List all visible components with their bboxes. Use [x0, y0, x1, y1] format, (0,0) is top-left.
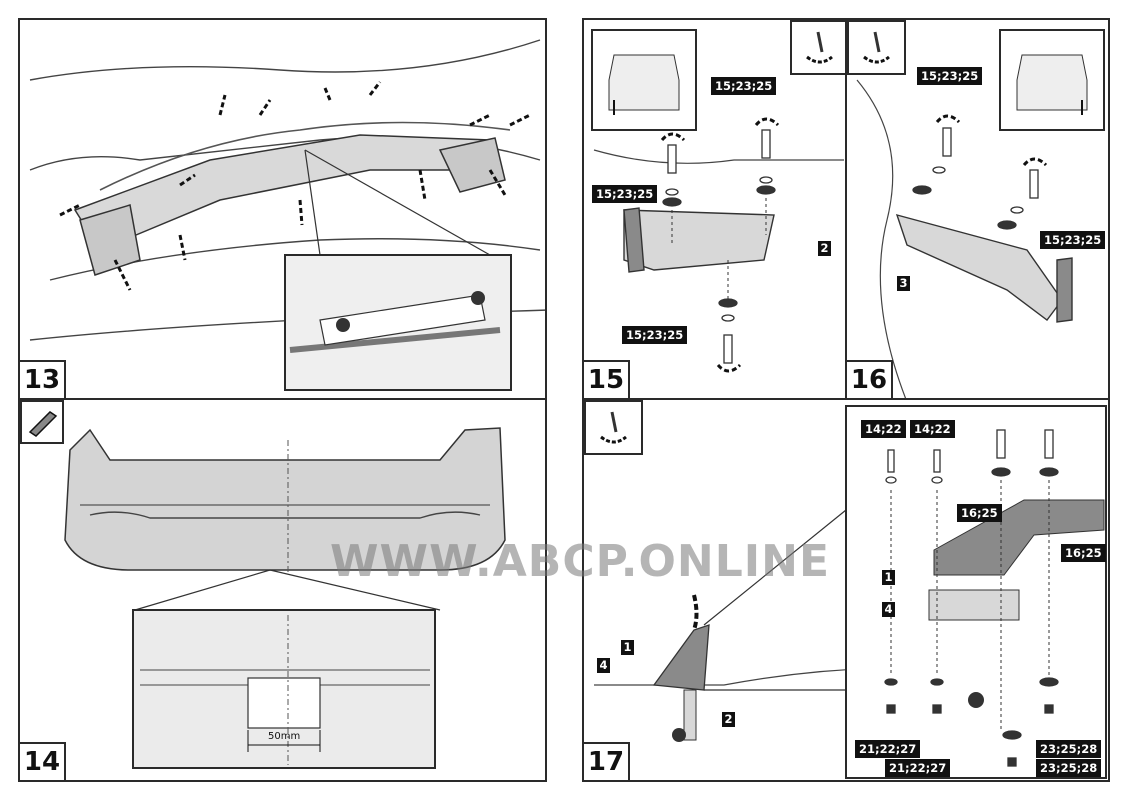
dimension-label: 50mm [268, 731, 301, 742]
step-number: 16 [847, 360, 893, 398]
fastener-label: 14;22 [910, 420, 955, 438]
utility-knife-icon [20, 400, 64, 444]
part-callout: 1 [621, 640, 634, 655]
step-14-panel: 50mm 14 [18, 398, 547, 782]
fastener-label: 14;22 [861, 420, 906, 438]
wrench-tighten-icon [790, 20, 845, 75]
fastener-label: 15;23;25 [592, 185, 658, 203]
part-callout: 2 [722, 712, 735, 727]
step-number: 14 [20, 742, 66, 780]
step-16-illustration [856, 29, 1105, 398]
part-callout: 4 [597, 658, 610, 673]
fastener-label: 15;23;25 [917, 67, 983, 85]
step-number: 15 [584, 360, 630, 398]
fastener-label: 15;23;25 [1040, 231, 1106, 249]
wrench-loosen-icon [584, 400, 643, 455]
step-17-panel: 1 4 2 1 4 14;22 14;22 16;25 16;25 21;22;… [582, 398, 1110, 782]
fastener-label: 15;23;25 [711, 77, 777, 95]
step-14-illustration [64, 427, 506, 769]
fastener-label: 21;22;27 [885, 759, 951, 777]
part-callout: 1 [882, 570, 895, 585]
wrench-tighten-icon [847, 20, 906, 75]
fastener-label: 16;25 [957, 504, 1002, 522]
fastener-label: 16;25 [1061, 544, 1106, 562]
step-13-illustration [29, 39, 545, 391]
watermark: WWW.ABCP.ONLINE [330, 536, 831, 587]
step-number: 17 [584, 742, 630, 780]
part-callout: 2 [818, 241, 831, 256]
fastener-label: 21;22;27 [855, 740, 921, 758]
fastener-label: 23;25;28 [1036, 759, 1102, 777]
step-13-panel: 13 [18, 18, 547, 400]
step-17-illustration [594, 405, 1107, 779]
step-16-panel: 15;23;25 15;23;25 3 16 [845, 18, 1110, 400]
step-15-panel: 15;23;25 15;23;25 15;23;25 2 15 [582, 18, 847, 400]
step-number: 13 [20, 360, 66, 398]
part-callout: 4 [882, 602, 895, 617]
part-callout: 3 [897, 276, 910, 291]
step-15-illustration [591, 29, 844, 373]
fastener-label: 15;23;25 [622, 326, 688, 344]
fastener-label: 23;25;28 [1036, 740, 1102, 758]
